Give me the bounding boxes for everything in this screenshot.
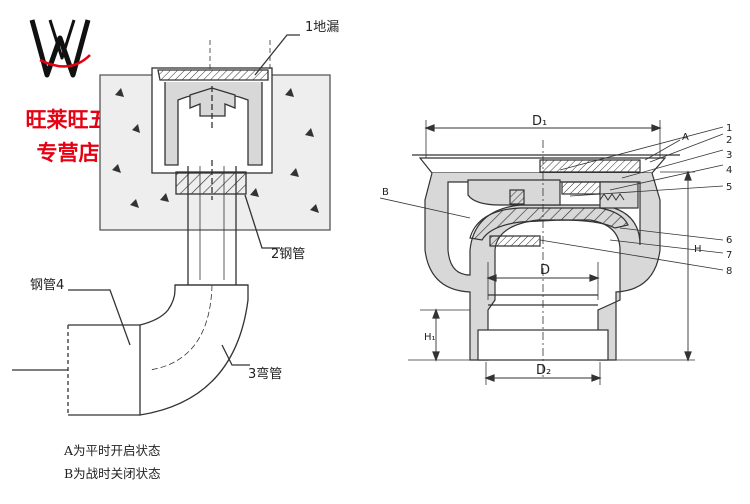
concrete-texture xyxy=(112,88,319,213)
horizontal-pipe xyxy=(68,324,140,416)
label-steel-pipe-2: 2钢管 xyxy=(271,247,305,262)
dim-d1: D₁ xyxy=(532,114,547,129)
label-steel-pipe-4: 钢管4 xyxy=(30,278,64,293)
part-number-5: 5 xyxy=(726,182,732,193)
vertical-pipe xyxy=(187,166,237,285)
part-number-2: 2 xyxy=(726,135,732,146)
w-logo-icon xyxy=(29,19,91,78)
note-line-a: A为平时开启状态 xyxy=(63,443,161,458)
valve-disc xyxy=(469,207,629,241)
label-elbow-3: 3弯管 xyxy=(248,366,282,382)
part-number-8: 8 xyxy=(726,266,732,277)
letter-a: A xyxy=(682,132,689,143)
elbow xyxy=(139,284,249,416)
dim-h: H xyxy=(694,244,702,255)
part-number-4: 4 xyxy=(726,165,732,176)
label-floor-drain: 1地漏 xyxy=(305,19,339,35)
dim-h1: H₁ xyxy=(424,332,436,343)
letter-b: B xyxy=(382,187,389,198)
dim-d2: D₂ xyxy=(536,363,551,378)
shop-sub: 专营店 xyxy=(37,141,100,165)
part-number-1: 1 xyxy=(726,123,732,134)
part-number-6: 6 xyxy=(726,235,732,246)
note-line-b: B为战时关闭状态 xyxy=(64,466,161,481)
left-diagram xyxy=(12,34,331,416)
part-number-3: 3 xyxy=(726,150,732,161)
part-number-7: 7 xyxy=(726,250,732,261)
right-diagram xyxy=(379,120,724,385)
dim-d: D xyxy=(540,263,550,278)
